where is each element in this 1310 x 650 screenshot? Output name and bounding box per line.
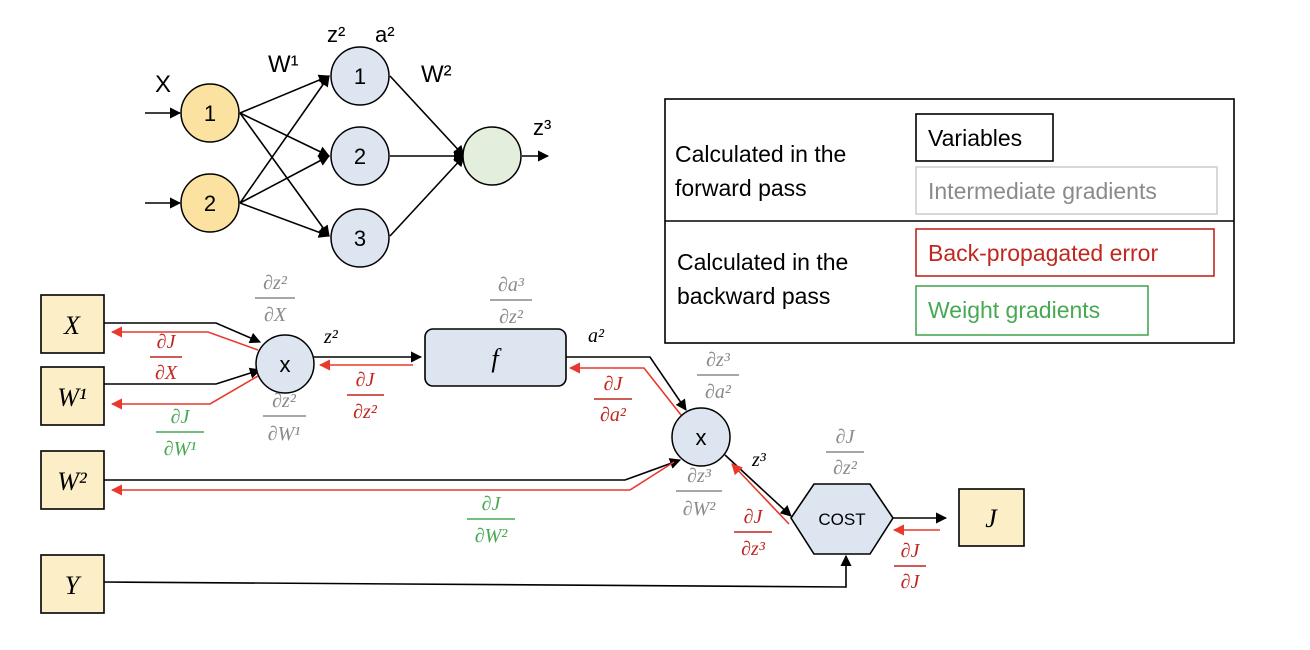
cost-node — [790, 483, 894, 555]
hidden-node-1 — [330, 46, 390, 106]
legend: Calculated in the forward pass Calculate… — [664, 98, 1235, 344]
frac-dJ-dW1-den: ∂W¹ — [164, 438, 197, 460]
frac-dJ-dz2-gray: ∂J ∂z² — [826, 426, 864, 479]
frac-dz2-dX: ∂z² ∂X — [255, 272, 295, 326]
network-a2-label: a² — [375, 22, 395, 47]
input-node-1 — [180, 83, 240, 143]
frac-dJ-dJ-den: ∂J — [901, 571, 921, 593]
frac-dJ-dJ-num: ∂J — [901, 540, 921, 562]
network-diagram: 1 2 1 2 3 X W¹ z² a² W² z³ — [145, 22, 551, 268]
activation-f-box — [424, 328, 567, 387]
frac-dJ-dW2-num: ∂J — [482, 493, 502, 515]
legend-backprop-box — [915, 228, 1215, 277]
input-node-2-label: 2 — [204, 191, 216, 216]
frac-dz3-dW2: ∂z³ ∂W² — [676, 465, 722, 520]
hidden-node-2-label: 2 — [354, 144, 366, 169]
input-box-y-label: Y — [65, 571, 82, 600]
multiply-node-1-label: x — [280, 352, 291, 377]
frac-dJ-dW1-num: ∂J — [171, 406, 191, 428]
frac-dJ-dz2-den: ∂z² — [353, 401, 378, 423]
frac-dJ-dX: ∂J ∂X — [150, 331, 182, 384]
frac-dJ-da2-den: ∂a² — [600, 404, 627, 426]
output-node — [462, 126, 522, 186]
multiply-node-2 — [671, 407, 731, 467]
frac-dJ-dz2-num: ∂J — [356, 369, 376, 391]
network-w1-label: W¹ — [268, 51, 299, 78]
frac-dz2-dW1-den: ∂W¹ — [268, 423, 301, 445]
hidden-node-3-label: 3 — [354, 226, 366, 251]
legend-backward-label-1: Calculated in the — [677, 249, 848, 275]
computation-graph: X W¹ W² Y J x x f COST z² a² z³ ∂z² ∂X ∂… — [40, 272, 1025, 614]
frac-dJ-dJ: ∂J ∂J — [894, 540, 926, 593]
backward-edges — [110, 326, 940, 536]
forward-edges — [103, 322, 948, 588]
input-hidden-connections — [239, 74, 331, 238]
legend-intermediate-text: Intermediate gradients — [928, 178, 1157, 204]
frac-dz2-dW1-num: ∂z² — [272, 390, 297, 412]
frac-dz2-dX-num: ∂z² — [263, 272, 288, 294]
cost-node-label: COST — [818, 510, 865, 529]
input-node-1-label: 1 — [204, 101, 216, 126]
network-w2-label: W² — [421, 61, 452, 88]
input-box-w1 — [40, 366, 105, 426]
frac-dz3-da2-den: ∂a² — [705, 381, 732, 403]
activation-f-label: f — [491, 344, 502, 373]
hidden-node-2 — [330, 126, 390, 186]
frac-dJ-dz3-den: ∂z³ — [741, 538, 766, 560]
multiply-node-2-label: x — [696, 425, 707, 450]
legend-weight-grad-box — [915, 285, 1149, 336]
frac-dz2-dX-den: ∂X — [264, 304, 287, 326]
output-box-j-label: J — [985, 504, 998, 533]
frac-dz3-dW2-den: ∂W² — [683, 498, 717, 520]
input-node-2 — [180, 173, 240, 233]
frac-dJ-dz3: ∂J ∂z³ — [734, 506, 772, 560]
frac-da3-dz2-num: ∂a³ — [498, 274, 525, 296]
frac-da3-dz2-den: ∂z² — [499, 306, 524, 328]
legend-variables-text: Variables — [928, 125, 1022, 151]
hidden-node-1-label: 1 — [354, 64, 366, 89]
input-box-w2-label: W² — [57, 467, 88, 496]
frac-dJ-dz2: ∂J ∂z² — [347, 369, 384, 423]
frac-dz3-da2: ∂z³ ∂a² — [697, 349, 739, 403]
legend-forward-label-2: forward pass — [675, 175, 807, 201]
frac-da3-dz2: ∂a³ ∂z² — [490, 274, 532, 328]
network-z2-label: z² — [327, 22, 345, 47]
multiply-node-1 — [255, 334, 315, 394]
frac-dz3-da2-num: ∂z³ — [706, 349, 731, 371]
legend-forward-label-1: Calculated in the — [675, 141, 846, 167]
frac-dJ-da2-num: ∂J — [604, 373, 624, 395]
legend-variables-box — [915, 113, 1054, 162]
legend-intermediate-box — [915, 166, 1218, 215]
input-box-x-label: X — [63, 311, 81, 340]
var-z3-label: z³ — [751, 449, 767, 471]
frac-dJ-dX-num: ∂J — [157, 331, 177, 353]
input-box-w2 — [40, 450, 105, 510]
output-box-j — [958, 488, 1025, 547]
frac-dJ-dW1: ∂J ∂W¹ — [156, 406, 204, 460]
legend-weight-grad-text: Weight gradients — [928, 297, 1100, 323]
frac-dJ-dz3-num: ∂J — [744, 506, 764, 528]
var-z2-label: z² — [323, 326, 339, 348]
input-box-w1-label: W¹ — [57, 383, 87, 412]
hidden-node-3 — [330, 208, 390, 268]
frac-dJ-dz2-gray-den: ∂z² — [833, 457, 858, 479]
input-box-y — [40, 554, 105, 614]
input-box-x — [40, 294, 105, 354]
legend-backprop-text: Back-propagated error — [928, 240, 1158, 266]
frac-dz2-dW1: ∂z² ∂W¹ — [263, 390, 306, 445]
hidden-output-connections — [389, 75, 466, 237]
var-a2-label: a² — [588, 325, 605, 347]
frac-dJ-dz2-gray-num: ∂J — [836, 426, 856, 448]
network-z3-label: z³ — [533, 115, 551, 140]
frac-dJ-dX-den: ∂X — [155, 362, 178, 384]
network-x-label: X — [155, 71, 171, 98]
frac-dJ-dW2-den: ∂W² — [475, 525, 509, 547]
frac-dz3-dW2-num: ∂z³ — [687, 465, 712, 487]
legend-backward-label-2: backward pass — [677, 283, 830, 309]
frac-dJ-da2: ∂J ∂a² — [594, 373, 632, 426]
frac-dJ-dW2: ∂J ∂W² — [467, 493, 515, 547]
